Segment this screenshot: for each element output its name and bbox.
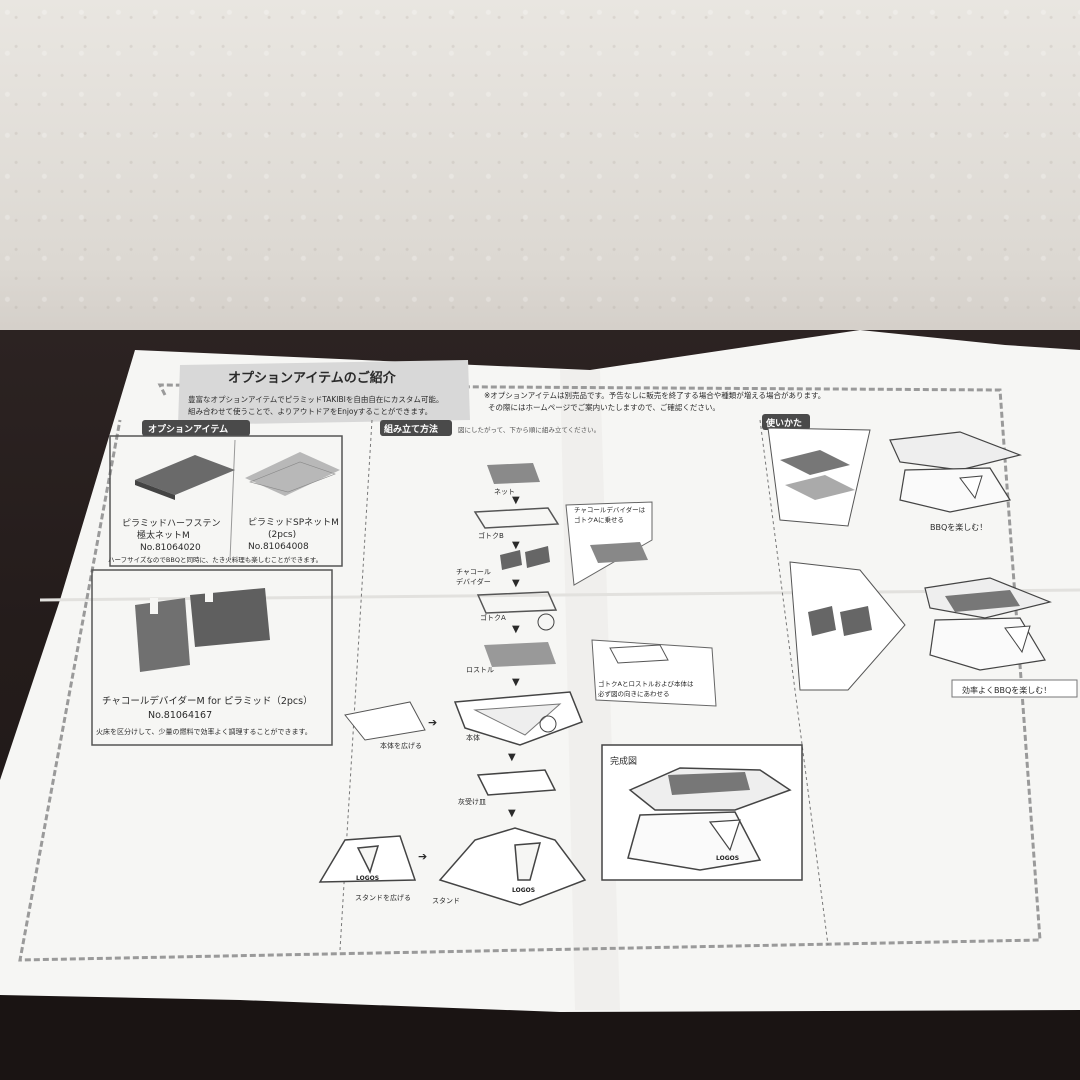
callout2-line-2: 必ず図の向きにあわせる [598, 689, 670, 698]
column-separator-2 [759, 419, 829, 946]
options-section: オプションアイテム ピラミッドハーフステン 極太ネットM No.81064020… [91, 420, 343, 746]
options-label-bg [142, 420, 250, 436]
rostle-part [484, 642, 556, 667]
options-note-1: ハーフサイズなのでBBQと同時に、たき火料理も楽しむことができます。 [108, 555, 322, 564]
arrow-down-icon: ▼ [512, 624, 520, 635]
arrow-down-icon: ▼ [508, 808, 516, 819]
net-label: ネット [494, 488, 515, 496]
gotoku-b-label: ゴトクB [478, 531, 504, 540]
callout1-line-2: ゴトクAに乗せる [574, 515, 624, 524]
rostle-label: ロストル [466, 666, 494, 674]
gotoku-a-label: ゴトクA [480, 613, 506, 622]
ash-tray-part [476, 769, 557, 796]
callout-divider [565, 501, 653, 586]
arrow-right-icon: ➔ [418, 850, 427, 863]
arrow-down-icon: ▼ [512, 578, 520, 589]
charcoal-divider-image [135, 588, 270, 672]
stand-label: スタンド [432, 896, 460, 905]
net-part [487, 463, 540, 484]
item3-name: チャコールデバイダーM for ピラミッド（2pcs） [102, 695, 313, 707]
item2-name-1: ピラミッドSPネットM [248, 517, 339, 528]
divider-label-2: デバイダー [456, 577, 491, 586]
assembly-label-bg [380, 420, 452, 436]
arrow-down-icon: ▼ [512, 495, 520, 506]
item1-name-2: 極太ネットM [137, 529, 190, 541]
grill-bbq-image [889, 431, 1022, 513]
detail-circle [537, 613, 555, 631]
header-banner: オプションアイテムのご紹介 豊富なオプションアイテムでピラミッドTAKIBIを自… [178, 360, 470, 425]
callout2-line-1: ゴトクAとロストルおよび本体は [598, 679, 694, 688]
usage-caption-1: BBQを楽しむ！ [930, 522, 987, 532]
sp-net-image [245, 452, 340, 496]
usage-section: 使いかた BBQを楽しむ！ 効率よくBBQを楽しむ！ [762, 414, 1078, 698]
usage-caption-2-box [951, 679, 1078, 698]
sheet-border [18, 383, 1042, 962]
arrow-down-icon: ▼ [512, 540, 520, 551]
arrow-down-icon: ▼ [508, 752, 516, 763]
divider-icon [808, 606, 836, 636]
gotoku-a-part [476, 591, 558, 614]
assembly-subtitle: 図にしたがって、下から順に組み立てください。 [458, 425, 600, 434]
ash-tray-label: 灰受け皿 [458, 797, 486, 806]
callout1-line-1: チャコールデバイダーは [574, 505, 646, 514]
divider-part-2 [525, 546, 550, 568]
complete-label: 完成図 [610, 755, 637, 767]
complete-grill-image: LOGOS [627, 767, 792, 871]
logos-mark: LOGOS [356, 875, 379, 882]
divider-part-1 [500, 550, 522, 570]
item2-name-2: (2pcs) [268, 530, 296, 540]
header-intro-1: 豊富なオプションアイテムでピラミッドTAKIBIを自由自在にカスタム可能。 [188, 394, 443, 404]
options-label: オプションアイテム [148, 423, 228, 435]
body-folded [344, 701, 426, 741]
options-box-bottom [91, 569, 333, 746]
header-intro-2: 組み合わせて使うことで、よりアウトドアをEnjoyすることができます。 [188, 406, 432, 416]
logos-mark: LOGOS [512, 887, 535, 894]
half-net-image [135, 455, 235, 495]
item2-number: No.81064008 [248, 542, 309, 552]
divider-label-1: チャコール [456, 568, 491, 576]
usage-label-bg [762, 414, 810, 430]
logos-mark: LOGOS [716, 855, 739, 862]
options-divider [229, 439, 236, 561]
usage-label: 使いかた [765, 417, 802, 429]
stand-folded: LOGOS [318, 835, 417, 883]
arrow-right-icon: ➔ [428, 716, 437, 729]
options-box-top [109, 435, 343, 567]
item1-number: No.81064020 [140, 543, 201, 553]
wall-background [0, 0, 1080, 380]
stand-part: LOGOS [438, 827, 587, 906]
arrow-down-icon: ▼ [512, 677, 520, 688]
spread-stand-label: スタンドを広げる [355, 893, 411, 902]
body-label: 本体 [466, 733, 480, 742]
notice-line-2: その際にはホームページでご案内いたしますので、ご確認ください。 [488, 402, 720, 412]
spread-body-label: 本体を広げる [380, 741, 422, 750]
grill-efficient-image [924, 577, 1052, 671]
options-note-2: 火床を区分けして、少量の燃料で効率よく調理することができます。 [96, 727, 312, 736]
half-net-icon [780, 450, 850, 475]
column-separator-1 [339, 419, 373, 951]
notice-line-1: ※オプションアイテムは別売品です。予告なしに販売を終了する場合や種類が増える場合… [484, 390, 825, 400]
item1-name-1: ピラミッドハーフステン [122, 518, 220, 529]
callout-orientation [591, 639, 717, 707]
assembly-section: 組み立て方法 図にしたがって、下から順に組み立てください。 ネット ▼ ゴトクB… [318, 420, 803, 906]
assembly-label: 組み立て方法 [384, 423, 438, 435]
usage-caption-2: 効率よくBBQを楽しむ！ [962, 685, 1051, 695]
gotoku-b-part [473, 507, 560, 529]
item3-number: No.81064167 [148, 710, 212, 721]
header-title: オプションアイテムのご紹介 [228, 370, 397, 386]
